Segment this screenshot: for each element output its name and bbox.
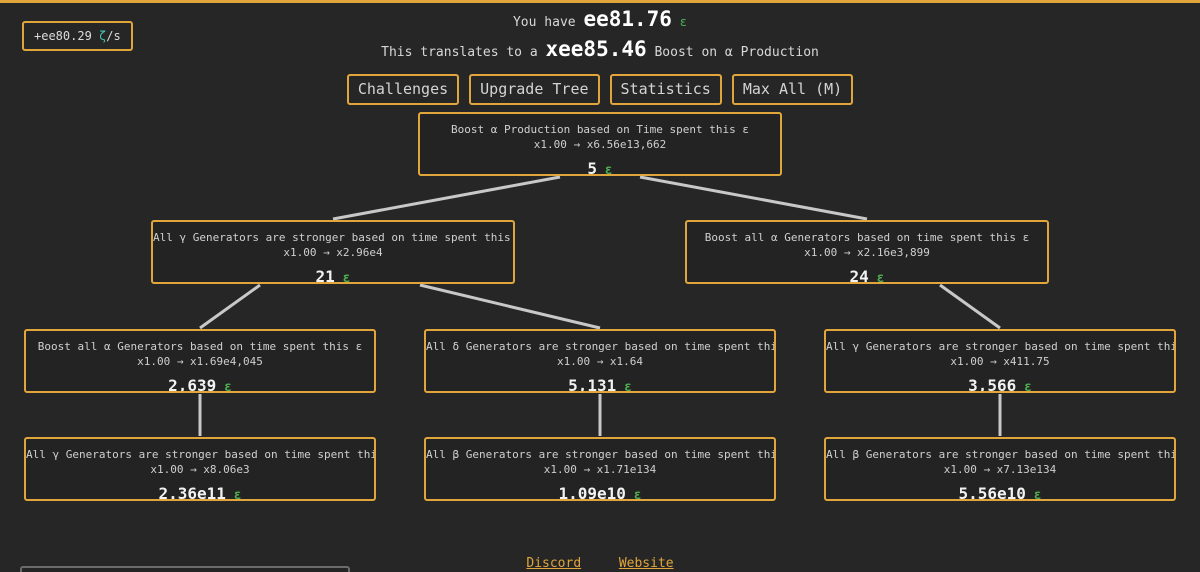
upgrade-node-cost-amount: 2,639 xyxy=(168,376,217,393)
upgrade-node-row2-left[interactable]: All γ Generators are stronger based on t… xyxy=(151,220,515,284)
translate-suffix-label: Boost on α Production xyxy=(654,45,819,60)
zeta-symbol: ζ xyxy=(99,29,107,43)
epsilon-symbol: ε xyxy=(679,15,688,29)
upgrade-node-title: All γ Generators are stronger based on t… xyxy=(26,448,376,461)
upgrade-node-row4-left[interactable]: All γ Generators are stronger based on t… xyxy=(24,437,376,501)
upgrade-node-cost-amount: 5,131 xyxy=(568,376,617,393)
upgrade-node-title: All β Generators are stronger based on t… xyxy=(426,448,776,461)
epsilon-symbol: ε xyxy=(1025,488,1042,501)
upgrade-node-title: All δ Generators are stronger based on t… xyxy=(426,340,776,353)
upgrade-node-effect: x1.00 → x8.06e3 xyxy=(150,463,250,476)
epsilon-symbol: ε xyxy=(868,271,885,284)
statistics-button[interactable]: Statistics xyxy=(609,74,722,105)
clipped-bottom-panel xyxy=(20,566,350,572)
upgrade-node-cost: 21 ε xyxy=(153,267,513,284)
upgrade-node-title: Boost all α Generators based on time spe… xyxy=(37,340,363,353)
epsilon-symbol: ε xyxy=(625,488,642,501)
upgrade-node-cost: 3,566 ε xyxy=(826,376,1174,393)
upgrade-node-cost-amount: 5 xyxy=(587,159,597,176)
upgrade-node-row4-mid[interactable]: All β Generators are stronger based on t… xyxy=(424,437,776,501)
resource-rate-badge: +ee80.29 ζ/s xyxy=(22,21,133,51)
tree-edge xyxy=(639,175,868,221)
upgrade-node-effect: x1.00 → x7.13e134 xyxy=(943,463,1057,476)
rate-amount: +ee80.29 xyxy=(34,29,92,43)
tree-edge xyxy=(199,283,261,330)
upgrade-node-cost-amount: 2.36e11 xyxy=(158,484,226,501)
upgrade-node-cost: 2,639 ε xyxy=(26,376,374,393)
upgrade-node-cost: 24 ε xyxy=(687,267,1047,284)
upgrade-node-cost: 5,131 ε xyxy=(426,376,774,393)
discord-link[interactable]: Discord xyxy=(526,556,582,571)
header: You have ee81.76 ε This translates to a … xyxy=(0,0,1200,105)
upgrade-node-title: All β Generators are stronger based on t… xyxy=(826,448,1176,461)
upgrade-node-effect: x1.00 → x1.64 xyxy=(556,355,644,368)
upgrade-node-title: Boost α Production based on Time spent t… xyxy=(450,123,749,136)
upgrade-node-row3-right[interactable]: All γ Generators are stronger based on t… xyxy=(824,329,1176,393)
challenges-button[interactable]: Challenges xyxy=(346,74,460,105)
upgrade-node-cost: 1.09e10 ε xyxy=(426,484,774,501)
upgrade-node-effect: x1.00 → x2.96e4 xyxy=(283,246,383,259)
rate-per-second: /s xyxy=(106,29,121,43)
upgrade-node-row3-left[interactable]: Boost all α Generators based on time spe… xyxy=(24,329,376,393)
epsilon-symbol: ε xyxy=(334,271,351,284)
upgrade-node-cost-amount: 1.09e10 xyxy=(558,484,626,501)
translate-prefix-label: This translates to a xyxy=(381,45,538,60)
upgrade-node-row3-mid[interactable]: All δ Generators are stronger based on t… xyxy=(424,329,776,393)
upgrade-node-cost-amount: 5.56e10 xyxy=(958,484,1026,501)
upgrade-node-cost: 2.36e11 ε xyxy=(26,484,374,501)
tree-edge xyxy=(419,283,601,330)
epsilon-symbol: ε xyxy=(225,488,242,501)
website-link[interactable]: Website xyxy=(618,556,674,571)
upgrade-node-cost-amount: 24 xyxy=(849,267,869,284)
upgrade-node-cost: 5.56e10 ε xyxy=(826,484,1174,501)
currency-line: You have ee81.76 ε xyxy=(0,8,1200,34)
upgrade-node-effect: x1.00 → x1.69e4,045 xyxy=(137,355,263,368)
upgrade-node-cost-amount: 21 xyxy=(315,267,335,284)
upgrade-node-row2-right[interactable]: Boost all α Generators based on time spe… xyxy=(685,220,1049,284)
tree-edge xyxy=(332,175,561,221)
upgrade-node-title: Boost all α Generators based on time spe… xyxy=(704,231,1030,244)
upgrade-node-title: All γ Generators are stronger based on t… xyxy=(826,340,1176,353)
footer: Discord Website xyxy=(0,552,1200,571)
max-all-button[interactable]: Max All (M) xyxy=(731,74,854,105)
have-amount: ee81.76 xyxy=(583,7,672,31)
upgrade-node-effect: x1.00 → x2.16e3,899 xyxy=(804,246,930,259)
epsilon-symbol: ε xyxy=(616,380,632,393)
epsilon-symbol: ε xyxy=(596,163,613,176)
upgrade-node-effect: x1.00 → x411.75 xyxy=(950,355,1050,368)
epsilon-symbol: ε xyxy=(216,380,232,393)
nav-button-group: Challenges Upgrade Tree Statistics Max A… xyxy=(0,74,1200,105)
upgrade-node-row4-right[interactable]: All β Generators are stronger based on t… xyxy=(824,437,1176,501)
top-accent-rule xyxy=(0,0,1200,3)
upgrade-node-title: All γ Generators are stronger based on t… xyxy=(153,231,515,244)
translate-amount: xee85.46 xyxy=(545,37,647,61)
epsilon-symbol: ε xyxy=(1016,380,1032,393)
upgrade-node-cost: 5 ε xyxy=(420,159,780,176)
tree-edge xyxy=(939,283,1001,330)
boost-line: This translates to a xee85.46 Boost on α… xyxy=(0,38,1200,64)
upgrade-node-cost-amount: 3,566 xyxy=(968,376,1017,393)
upgrade-node-effect: x1.00 → x1.71e134 xyxy=(543,463,657,476)
have-prefix-label: You have xyxy=(512,15,576,30)
upgrade-tree-button[interactable]: Upgrade Tree xyxy=(469,74,600,105)
upgrade-node-root[interactable]: Boost α Production based on Time spent t… xyxy=(418,112,782,176)
upgrade-node-effect: x1.00 → x6.56e13,662 xyxy=(533,138,667,151)
